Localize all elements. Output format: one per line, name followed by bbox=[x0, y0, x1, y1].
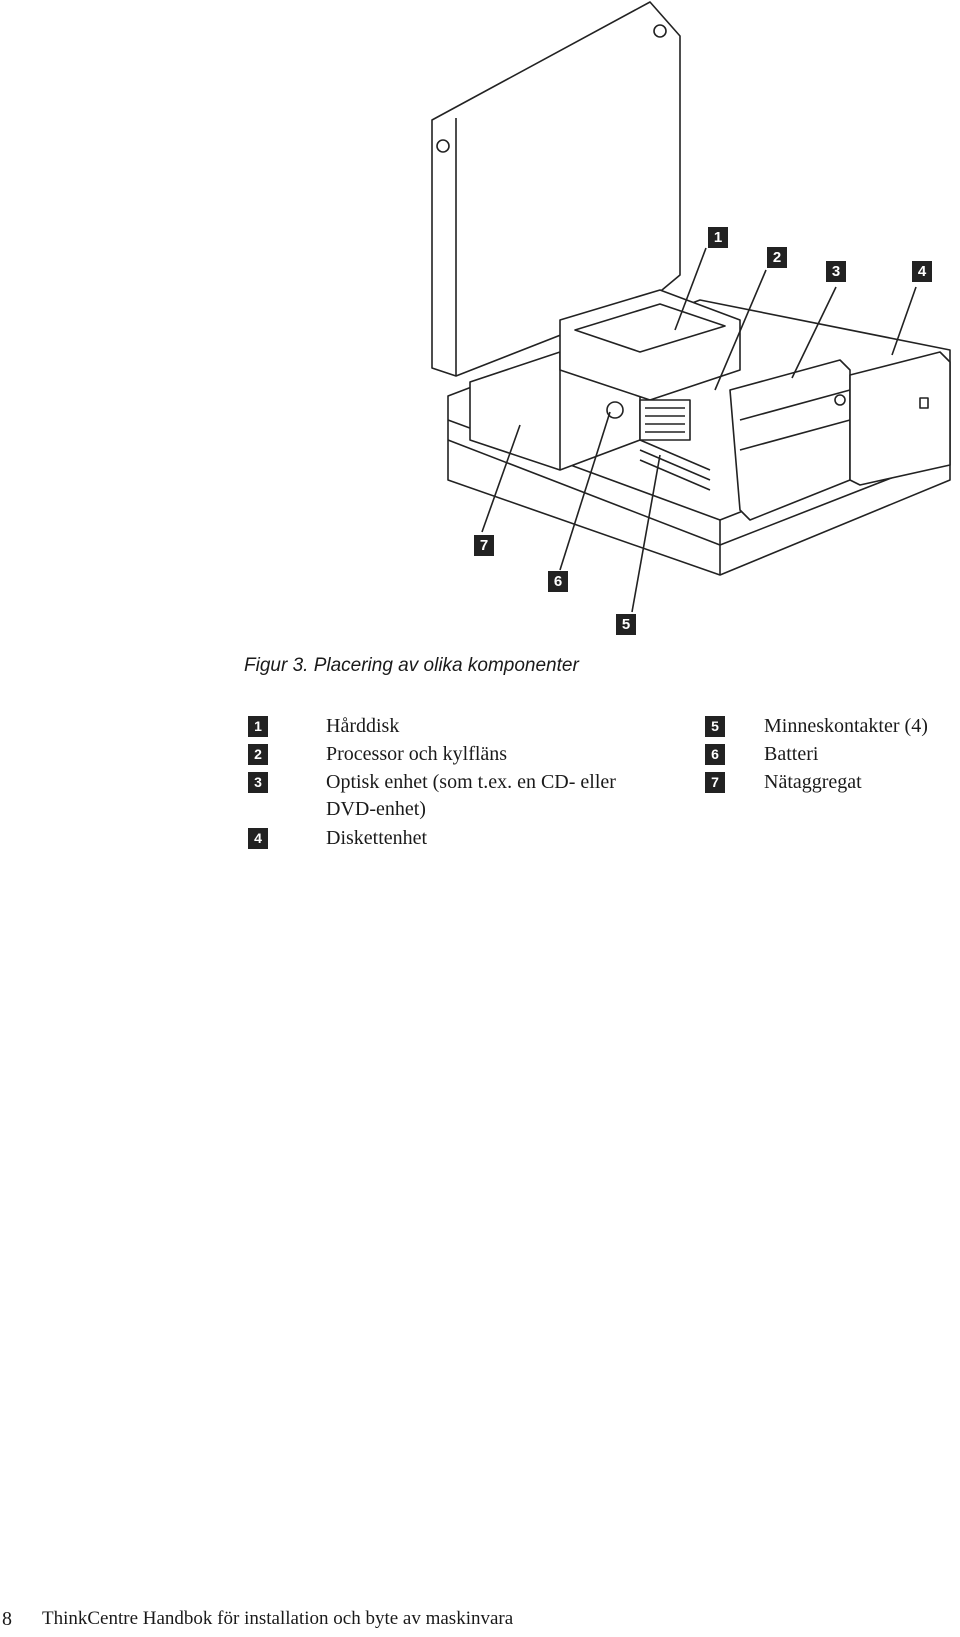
legend-num-3: 3 bbox=[248, 772, 268, 793]
legend-text-7: Nätaggregat bbox=[764, 771, 862, 793]
legend-text-1: Hårddisk bbox=[326, 715, 400, 737]
legend-text-2: Processor och kylfläns bbox=[326, 743, 508, 765]
callout-4: 4 bbox=[912, 261, 932, 282]
legend-text-5: Minneskontakter (4) bbox=[764, 715, 928, 737]
legend-num-1: 1 bbox=[248, 716, 268, 737]
legend-num-6: 6 bbox=[705, 744, 725, 765]
legend-num-5: 5 bbox=[705, 716, 725, 737]
legend-text-3b: DVD-enhet) bbox=[326, 798, 426, 820]
figure-caption: Figur 3. Placering av olika komponenter bbox=[244, 655, 579, 676]
legend-num-7: 7 bbox=[705, 772, 725, 793]
callout-2: 2 bbox=[767, 247, 787, 268]
legend-num-4: 4 bbox=[248, 828, 268, 849]
legend-text-6: Batteri bbox=[764, 743, 819, 765]
legend-num-2: 2 bbox=[248, 744, 268, 765]
footer-title: ThinkCentre Handbok för installation och… bbox=[42, 1608, 514, 1629]
legend-text-4: Diskettenhet bbox=[326, 827, 428, 849]
callout-3: 3 bbox=[826, 261, 846, 282]
computer-components-illustration bbox=[431, 1, 951, 613]
callout-6: 6 bbox=[548, 571, 568, 592]
callout-7: 7 bbox=[474, 535, 494, 556]
callout-1: 1 bbox=[708, 227, 728, 248]
page-number: 8 bbox=[2, 1608, 12, 1630]
legend-text-3: Optisk enhet (som t.ex. en CD- eller bbox=[326, 771, 616, 793]
callout-5: 5 bbox=[616, 614, 636, 635]
